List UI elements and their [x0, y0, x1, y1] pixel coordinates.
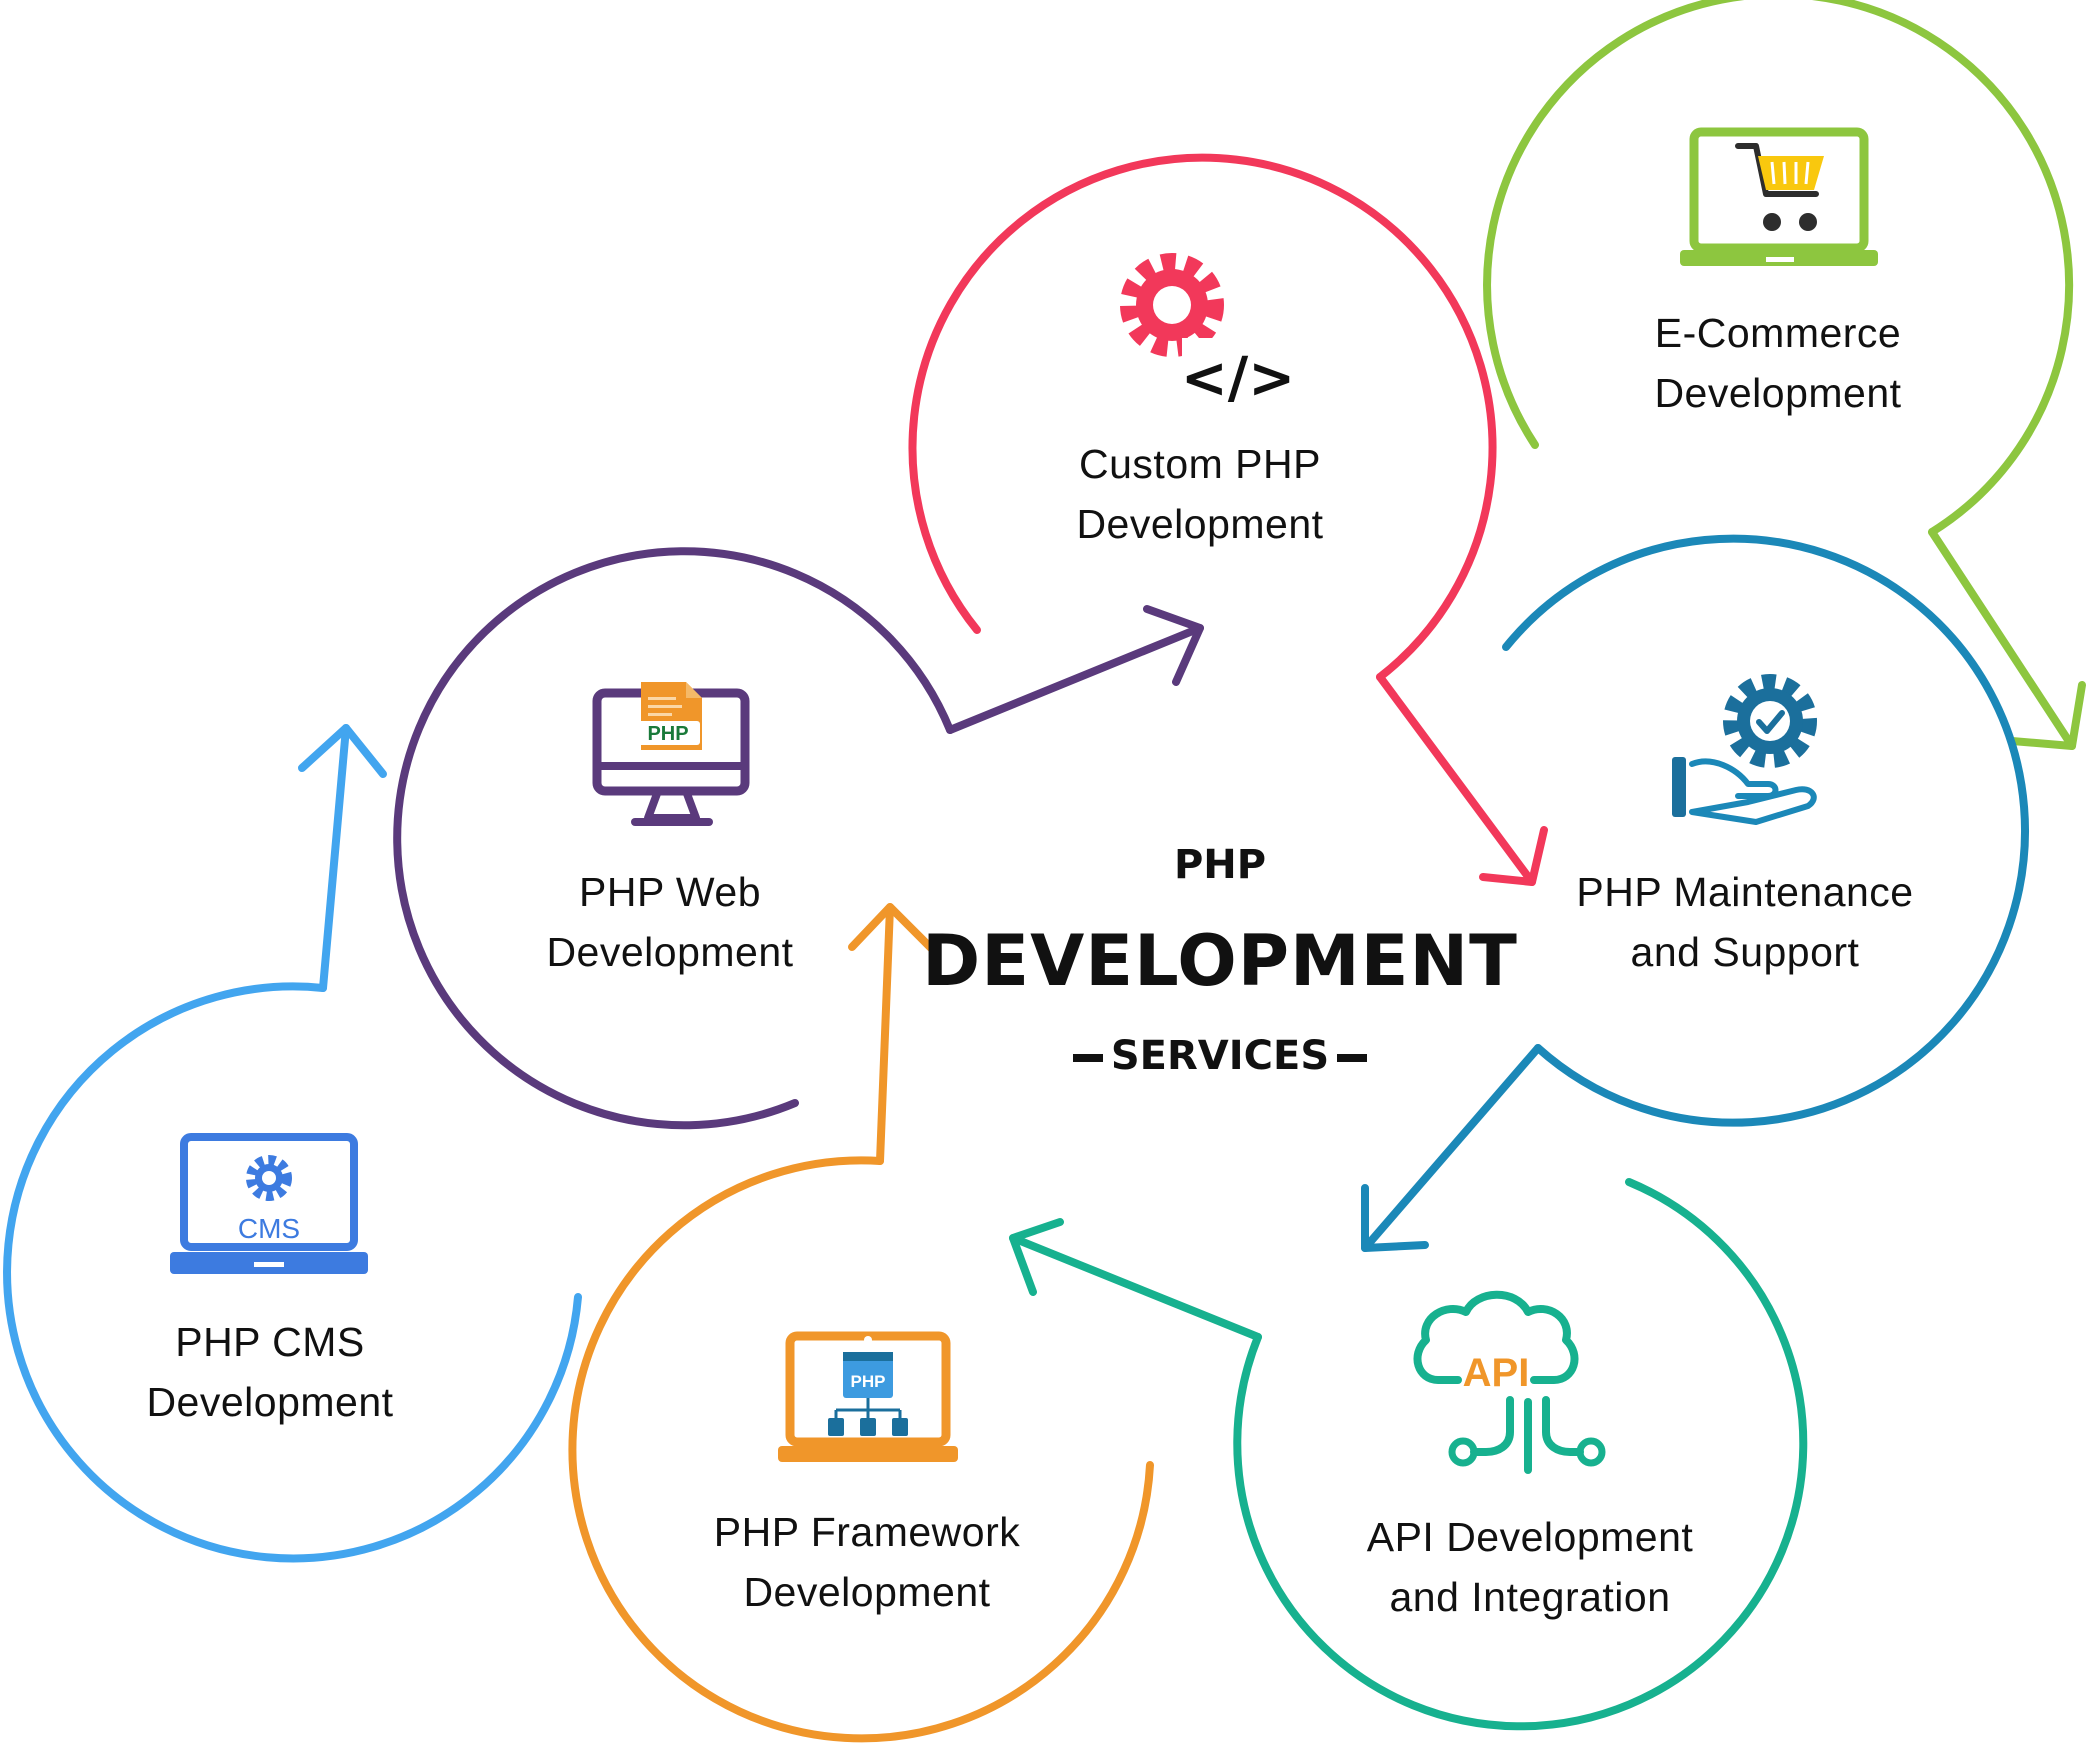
cms-circle	[3, 982, 582, 1563]
label-ecommerce: E-Commerce Development	[1628, 303, 1928, 423]
center-title-php: PHP	[1173, 842, 1267, 888]
api-cloud-icon: API	[1413, 1290, 1606, 1474]
label-line: PHP CMS	[175, 1319, 365, 1365]
custom-php-arrowhead	[1479, 826, 1548, 886]
label-line: Development	[146, 1379, 394, 1425]
label-line: and Support	[1630, 929, 1860, 975]
ecommerce-arrow-line	[1928, 528, 2076, 750]
php-file-text: PHP	[647, 723, 688, 745]
label-line: PHP Web	[578, 869, 761, 915]
php-web-arrowhead	[1143, 605, 1204, 686]
label-line: Development	[743, 1569, 991, 1615]
center-title-development: DEVELOPMENT	[922, 920, 1518, 1002]
custom-php-circle	[908, 153, 1497, 681]
maintenance-arrow-line	[1361, 1044, 1542, 1252]
cms-icon-text: CMS	[238, 1213, 300, 1244]
label-line: Development	[1654, 370, 1902, 416]
php-web-circle	[393, 547, 954, 1130]
cart-laptop-icon	[1680, 127, 1878, 266]
label-line: Development	[546, 929, 794, 975]
api-circle	[1233, 1178, 1808, 1731]
api-arrow-line	[1009, 1234, 1262, 1341]
framework-arrowhead	[848, 903, 936, 953]
center-title-services: SERVICES	[1060, 1033, 1380, 1079]
label-line: PHP Maintenance	[1576, 869, 1914, 915]
label-php-cms: PHP CMS Development	[120, 1312, 420, 1432]
services-text: SERVICES	[1110, 1033, 1330, 1079]
label-line: and Integration	[1389, 1574, 1671, 1620]
ecommerce-circle	[1483, 0, 2074, 536]
label-line: API Development	[1366, 1514, 1694, 1560]
code-icon-text: </>	[1181, 346, 1295, 411]
api-arrowhead	[1009, 1218, 1064, 1296]
cms-arrow-line	[319, 724, 350, 992]
ecommerce-arrowhead	[2008, 681, 2086, 750]
gear-code-icon: </>	[1120, 253, 1295, 411]
gear-hand-icon	[1672, 674, 1817, 825]
framework-circle	[568, 1156, 1154, 1743]
framework-arrow-line	[876, 903, 894, 1165]
php-monitor-icon: PHP	[592, 682, 750, 826]
api-icon-text: API	[1463, 1351, 1530, 1395]
label-line: Development	[1076, 501, 1324, 547]
cms-arrowhead	[298, 724, 387, 778]
label-line: Custom PHP	[1079, 441, 1321, 487]
framework-laptop-icon: PHP	[778, 1331, 958, 1462]
label-php-maintenance: PHP Maintenance and Support	[1545, 862, 1945, 982]
php-web-arrow-line	[946, 624, 1204, 734]
cms-gear-icon	[246, 1155, 292, 1201]
cms-laptop-icon: CMS	[170, 1133, 368, 1274]
maintenance-arrowhead	[1361, 1184, 1429, 1252]
label-line: E-Commerce	[1654, 310, 1902, 356]
services-dash-left	[1072, 1054, 1103, 1062]
label-api: API Development and Integration	[1330, 1507, 1730, 1627]
maintenance-circle	[1502, 534, 2029, 1127]
framework-icon-text: PHP	[851, 1372, 886, 1391]
custom-php-arrow-line	[1376, 673, 1536, 886]
label-php-framework: PHP Framework Development	[667, 1502, 1067, 1622]
services-dash-right	[1337, 1054, 1368, 1062]
label-php-web: PHP Web Development	[520, 862, 820, 982]
label-custom-php: Custom PHP Development	[1050, 434, 1350, 554]
label-line: PHP Framework	[713, 1509, 1021, 1555]
